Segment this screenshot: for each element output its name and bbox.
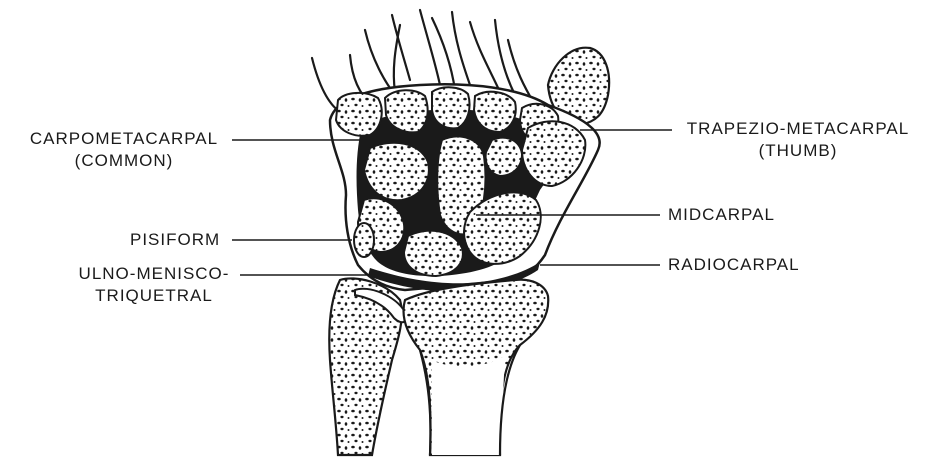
label-trapezio-metacarpal-line1: TRAPEZIO-METACARPAL — [672, 118, 924, 140]
label-radiocarpal: RADIOCARPAL — [668, 254, 800, 276]
label-carpometacarpal-line2: (COMMON) — [14, 150, 234, 172]
label-radiocarpal-text: RADIOCARPAL — [668, 254, 800, 276]
label-trapezio-metacarpal: TRAPEZIO-METACARPAL (THUMB) — [672, 118, 924, 162]
label-trapezio-metacarpal-line2: (THUMB) — [672, 140, 924, 162]
label-ulno-menisco-line1: ULNO-MENISCO- — [66, 263, 242, 285]
label-carpometacarpal: CARPOMETACARPAL (COMMON) — [14, 128, 234, 172]
pisiform-bone — [354, 223, 374, 257]
label-carpometacarpal-line1: CARPOMETACARPAL — [14, 128, 234, 150]
label-ulno-menisco-triquetral: ULNO-MENISCO- TRIQUETRAL — [66, 263, 242, 307]
label-pisiform-text: PISIFORM — [130, 229, 220, 251]
label-pisiform: PISIFORM — [130, 229, 220, 251]
radius-shaft — [432, 355, 505, 455]
label-ulno-menisco-line2: TRIQUETRAL — [66, 285, 242, 307]
label-midcarpal: MIDCARPAL — [668, 204, 775, 226]
label-midcarpal-text: MIDCARPAL — [668, 204, 775, 226]
